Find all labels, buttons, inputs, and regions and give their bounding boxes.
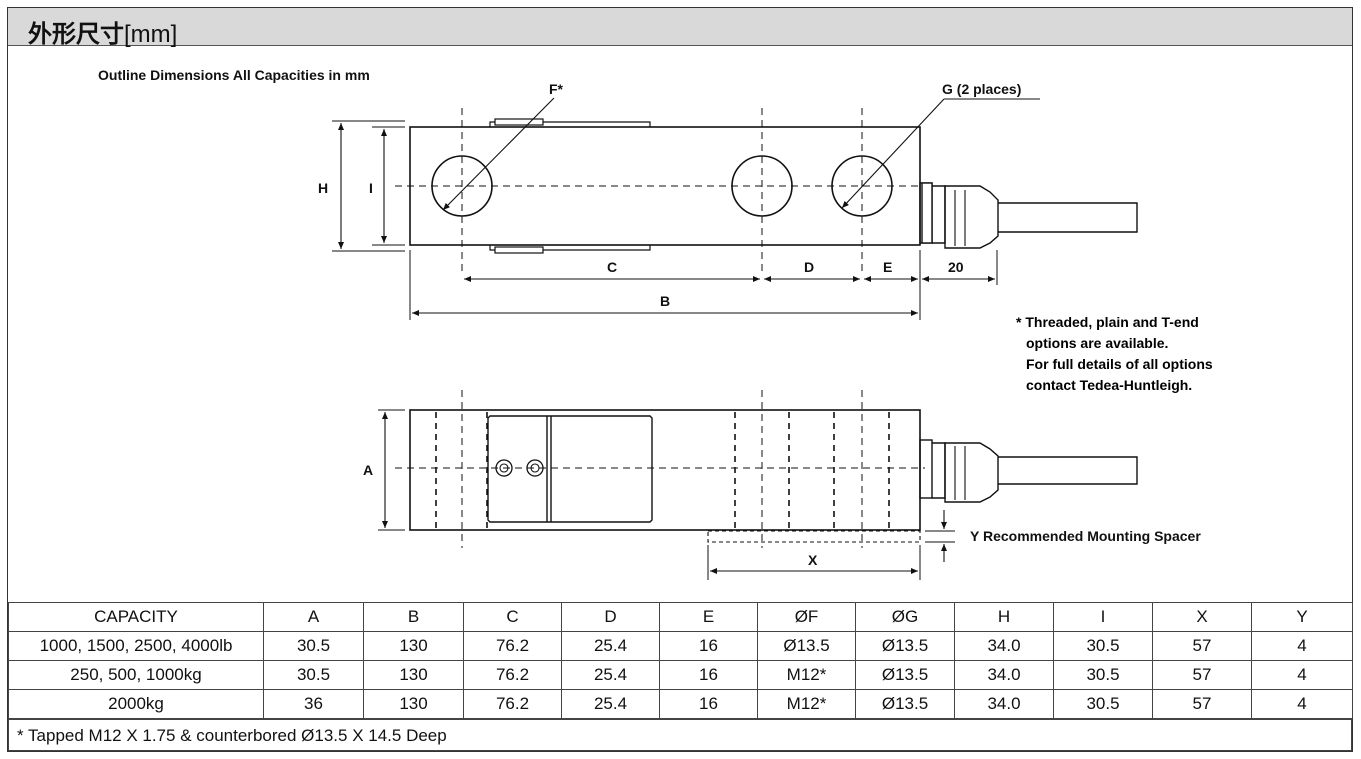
table-cell: 57 xyxy=(1152,631,1252,661)
col-header: I xyxy=(1053,602,1153,632)
table-cell: 76.2 xyxy=(463,689,562,719)
label-h: H xyxy=(318,180,328,196)
table-cell: 57 xyxy=(1152,689,1252,719)
note-line-2: options are available. xyxy=(1026,335,1168,351)
table-cell: Ø13.5 xyxy=(855,689,955,719)
table-cell: Ø13.5 xyxy=(855,660,955,690)
label-spacer: Y Recommended Mounting Spacer xyxy=(970,528,1201,544)
table-cell: 1000, 1500, 2500, 4000lb xyxy=(8,631,264,661)
col-header: ØG xyxy=(855,602,955,632)
table-cell: 36 xyxy=(263,689,364,719)
label-c: C xyxy=(607,259,617,275)
note-line-1: * Threaded, plain and T-end xyxy=(1016,314,1199,330)
table-cell: 30.5 xyxy=(263,660,364,690)
col-header: B xyxy=(363,602,464,632)
label-e: E xyxy=(883,259,892,275)
table-cell: 30.5 xyxy=(1053,660,1153,690)
note-line-3: For full details of all options xyxy=(1026,356,1213,372)
table-cell: 76.2 xyxy=(463,660,562,690)
label-b: B xyxy=(660,293,670,309)
table-cell: 30.5 xyxy=(263,631,364,661)
col-header: Y xyxy=(1251,602,1353,632)
label-f: F* xyxy=(549,81,564,97)
label-x: X xyxy=(808,552,818,568)
table-row: 1000, 1500, 2500, 4000lb 30.5 130 76.2 2… xyxy=(8,631,1353,661)
table-cell: 4 xyxy=(1251,689,1353,719)
table-cell: 250, 500, 1000kg xyxy=(8,660,264,690)
table-cell: 30.5 xyxy=(1053,631,1153,661)
col-header: CAPACITY xyxy=(8,602,264,632)
table-cell: 25.4 xyxy=(561,689,660,719)
table-cell: 4 xyxy=(1251,631,1353,661)
table-cell: Ø13.5 xyxy=(757,631,856,661)
label-d: D xyxy=(804,259,814,275)
table-cell: 25.4 xyxy=(561,631,660,661)
note-line-4: contact Tedea-Huntleigh. xyxy=(1026,377,1192,393)
table-cell: 34.0 xyxy=(954,660,1054,690)
label-20: 20 xyxy=(948,259,964,275)
col-header: D xyxy=(561,602,660,632)
col-header: A xyxy=(263,602,364,632)
table-cell: 25.4 xyxy=(561,660,660,690)
table-cell: 16 xyxy=(659,689,758,719)
dimensions-table: CAPACITY A B C D E ØF ØG H I X Y 1000, 1… xyxy=(8,602,1353,719)
table-cell: 16 xyxy=(659,631,758,661)
table-row: 250, 500, 1000kg 30.5 130 76.2 25.4 16 M… xyxy=(8,660,1353,690)
table-row: 2000kg 36 130 76.2 25.4 16 M12* Ø13.5 34… xyxy=(8,689,1353,719)
table-cell: M12* xyxy=(757,660,856,690)
table-cell: M12* xyxy=(757,689,856,719)
table-cell: 30.5 xyxy=(1053,689,1153,719)
table-cell: 130 xyxy=(363,631,464,661)
label-a: A xyxy=(363,462,373,478)
options-note: * Threaded, plain and T-end options are … xyxy=(1016,314,1217,393)
col-header: X xyxy=(1152,602,1252,632)
title-text: 外形尺寸 xyxy=(28,20,124,48)
table-cell: 2000kg xyxy=(8,689,264,719)
col-header: ØF xyxy=(757,602,856,632)
top-view xyxy=(332,97,1138,320)
table-cell: 4 xyxy=(1251,660,1353,690)
table-cell: 130 xyxy=(363,689,464,719)
table-cell: 57 xyxy=(1152,660,1252,690)
table-cell: 34.0 xyxy=(954,689,1054,719)
col-header: C xyxy=(463,602,562,632)
section-header: 外形尺寸[mm] xyxy=(8,8,1352,49)
label-i: I xyxy=(369,180,373,196)
title-unit: [mm] xyxy=(124,21,178,48)
table-footnote: * Tapped M12 X 1.75 & counterbored Ø13.5… xyxy=(8,719,1352,751)
label-g: G (2 places) xyxy=(942,81,1021,97)
table-header-row: CAPACITY A B C D E ØF ØG H I X Y xyxy=(8,602,1353,632)
col-header: E xyxy=(659,602,758,632)
table-cell: 76.2 xyxy=(463,631,562,661)
page-title: 外形尺寸[mm] xyxy=(28,14,177,49)
diagram-subtitle: Outline Dimensions All Capacities in mm xyxy=(98,67,370,83)
table-cell: 130 xyxy=(363,660,464,690)
table-cell: 34.0 xyxy=(954,631,1054,661)
col-header: H xyxy=(954,602,1054,632)
side-view xyxy=(378,390,1138,580)
table-cell: Ø13.5 xyxy=(855,631,955,661)
table-cell: 16 xyxy=(659,660,758,690)
